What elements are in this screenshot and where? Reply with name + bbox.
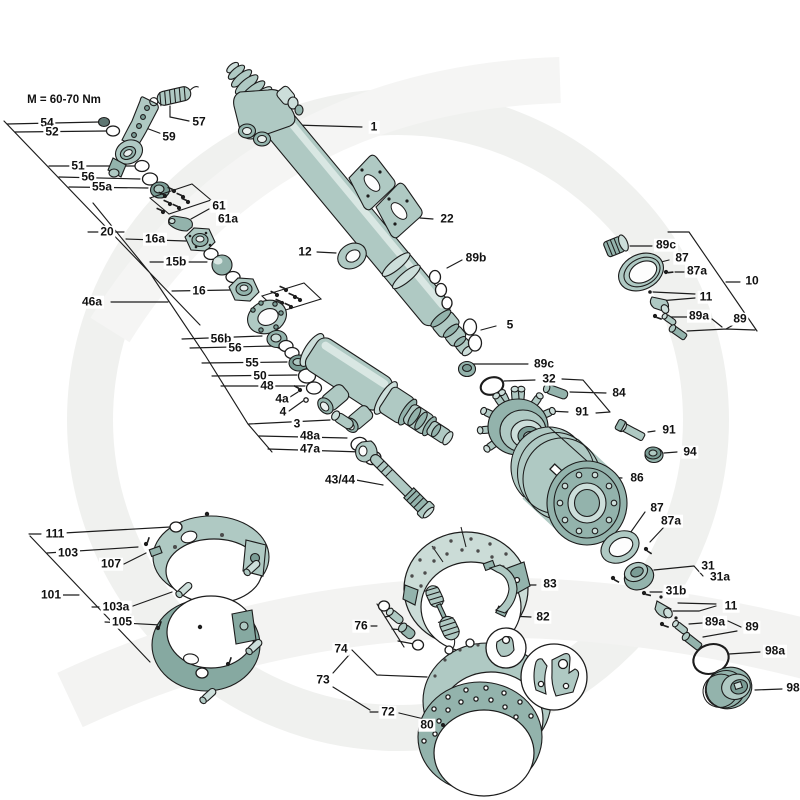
- part-label-16a: 16a: [142, 231, 168, 246]
- part-label-89b: 89b: [463, 250, 489, 265]
- part-label-5: 5: [504, 317, 516, 332]
- part-label-4: 4: [277, 404, 289, 419]
- part-label-torque-note: M = 60-70 Nm: [25, 93, 103, 107]
- small-parts-lower: [654, 595, 703, 651]
- part-label-47a: 47a: [297, 441, 323, 456]
- hub-bolt-91: [614, 418, 646, 442]
- part-label-48a: 48a: [297, 428, 323, 443]
- hub-cap: [702, 666, 753, 710]
- pin-84: [542, 383, 569, 400]
- part-label-57: 57: [190, 114, 208, 129]
- part-label-80: 80: [418, 717, 436, 732]
- part-label-11-lower: 11: [722, 598, 740, 613]
- camshaft-bracket: [233, 85, 304, 147]
- part-label-87a-drum: 87a: [658, 513, 684, 528]
- part-label-46a: 46a: [79, 294, 105, 309]
- part-label-89a-lower: 89a: [702, 614, 728, 629]
- camshaft: [355, 440, 435, 519]
- part-label-61: 61: [210, 198, 228, 213]
- part-label-10: 10: [743, 273, 761, 288]
- part-label-52: 52: [43, 124, 61, 139]
- part-label-74: 74: [332, 641, 350, 656]
- part-label-103: 103: [55, 545, 81, 560]
- part-label-16: 16: [190, 283, 208, 298]
- part-label-50: 50: [251, 368, 269, 383]
- part-label-56-upper: 56: [79, 169, 97, 184]
- part-label-48: 48: [258, 378, 276, 393]
- seal-and-axle-nut: [600, 530, 655, 600]
- part-label-22: 22: [438, 211, 456, 226]
- part-label-98a: 98a: [762, 643, 788, 658]
- part-label-98: 98: [784, 680, 800, 695]
- anchor-bracket-83: [482, 559, 518, 618]
- brake-shoe-lined: [402, 526, 531, 653]
- part-label-89c-mid: 89c: [531, 356, 557, 371]
- detail-inset-circles: [485, 627, 588, 711]
- part-label-31: 31: [699, 558, 717, 573]
- part-label-11-top: 11: [697, 289, 715, 304]
- rings-5: [462, 318, 483, 352]
- nut-94: [644, 446, 664, 464]
- spring-bracket-plates: [348, 154, 423, 239]
- part-label-56-mid: 56: [226, 340, 244, 355]
- part-label-84: 84: [610, 385, 628, 400]
- part-label-83: 83: [541, 576, 559, 591]
- part-label-107: 107: [98, 556, 124, 571]
- nut-89c: [457, 360, 477, 378]
- axle-beam: [226, 61, 474, 357]
- part-label-15b: 15b: [163, 254, 189, 269]
- seal-rings-89b: [428, 269, 453, 310]
- clamp-ring-12: [337, 242, 367, 270]
- part-label-89c-top: 89c: [653, 237, 679, 252]
- brake-drum: [510, 426, 628, 546]
- part-label-61a: 61a: [215, 211, 241, 226]
- part-label-72: 72: [379, 704, 397, 719]
- part-label-87a-top: 87a: [684, 263, 710, 278]
- dust-shield-lower: [151, 595, 264, 706]
- part-label-55a: 55a: [89, 179, 115, 194]
- part-label-43-44: 43/44: [322, 472, 358, 487]
- part-label-20: 20: [98, 224, 116, 239]
- part-label-1: 1: [368, 119, 380, 134]
- part-label-111: 111: [43, 526, 67, 541]
- part-label-4a: 4a: [273, 391, 291, 406]
- part-label-59: 59: [160, 129, 178, 144]
- part-label-101: 101: [38, 587, 64, 602]
- part-label-76: 76: [352, 618, 370, 633]
- part-label-3: 3: [291, 416, 303, 431]
- brake-shoe-pair: [417, 638, 552, 797]
- part-label-32: 32: [540, 371, 558, 386]
- part-label-31a: 31a: [707, 569, 733, 584]
- return-spring-57: [149, 86, 199, 107]
- part-label-91-hub: 91: [573, 404, 591, 419]
- slack-adjuster: [107, 96, 159, 178]
- part-label-89-top: 89: [731, 311, 749, 326]
- stub-axle: [299, 333, 454, 466]
- part-label-51: 51: [69, 158, 87, 173]
- part-label-89-lower: 89: [743, 619, 761, 634]
- part-label-91-bolt: 91: [660, 422, 678, 437]
- part-label-89a-top: 89a: [686, 308, 712, 323]
- part-label-94: 94: [681, 444, 699, 459]
- part-label-73: 73: [314, 672, 332, 687]
- small-parts-76: [377, 600, 425, 651]
- shoe-spring-82: [424, 585, 460, 650]
- part-label-55: 55: [243, 355, 261, 370]
- part-label-82: 82: [534, 609, 552, 624]
- part-label-87-drum: 87: [648, 500, 666, 515]
- dust-shield-upper: [141, 511, 270, 604]
- part-label-12: 12: [296, 244, 314, 259]
- part-label-87-top: 87: [673, 250, 691, 265]
- part-label-103a: 103a: [100, 599, 132, 614]
- part-label-86: 86: [628, 470, 646, 485]
- part-label-31b: 31b: [663, 583, 689, 598]
- part-label-105: 105: [109, 614, 135, 629]
